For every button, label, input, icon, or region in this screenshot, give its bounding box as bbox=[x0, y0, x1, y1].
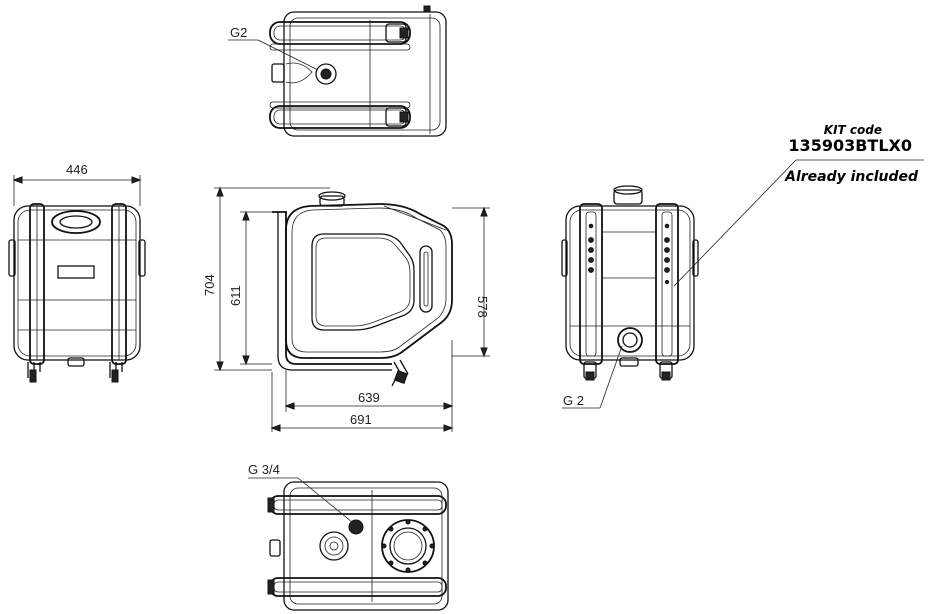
bottom-view bbox=[248, 477, 449, 611]
dim-611: 611 bbox=[228, 285, 243, 306]
dim-446: 446 bbox=[66, 162, 88, 177]
dim-691: 691 bbox=[350, 412, 372, 427]
kit-label: KIT code bbox=[824, 123, 882, 137]
kit-note: Already included bbox=[784, 169, 919, 185]
dim-639: 639 bbox=[358, 390, 380, 405]
left-view bbox=[8, 175, 146, 383]
top-view bbox=[228, 5, 447, 137]
callout-g2-right: G 2 bbox=[563, 393, 584, 408]
kit-code: 135903BTLX0 bbox=[788, 136, 912, 155]
right-view bbox=[561, 159, 924, 409]
dim-578: 578 bbox=[475, 296, 490, 318]
callout-g2-top: G2 bbox=[230, 25, 247, 40]
dim-704: 704 bbox=[202, 274, 217, 296]
front-view bbox=[214, 186, 490, 432]
callout-g34-bottom: G 3/4 bbox=[248, 462, 280, 477]
